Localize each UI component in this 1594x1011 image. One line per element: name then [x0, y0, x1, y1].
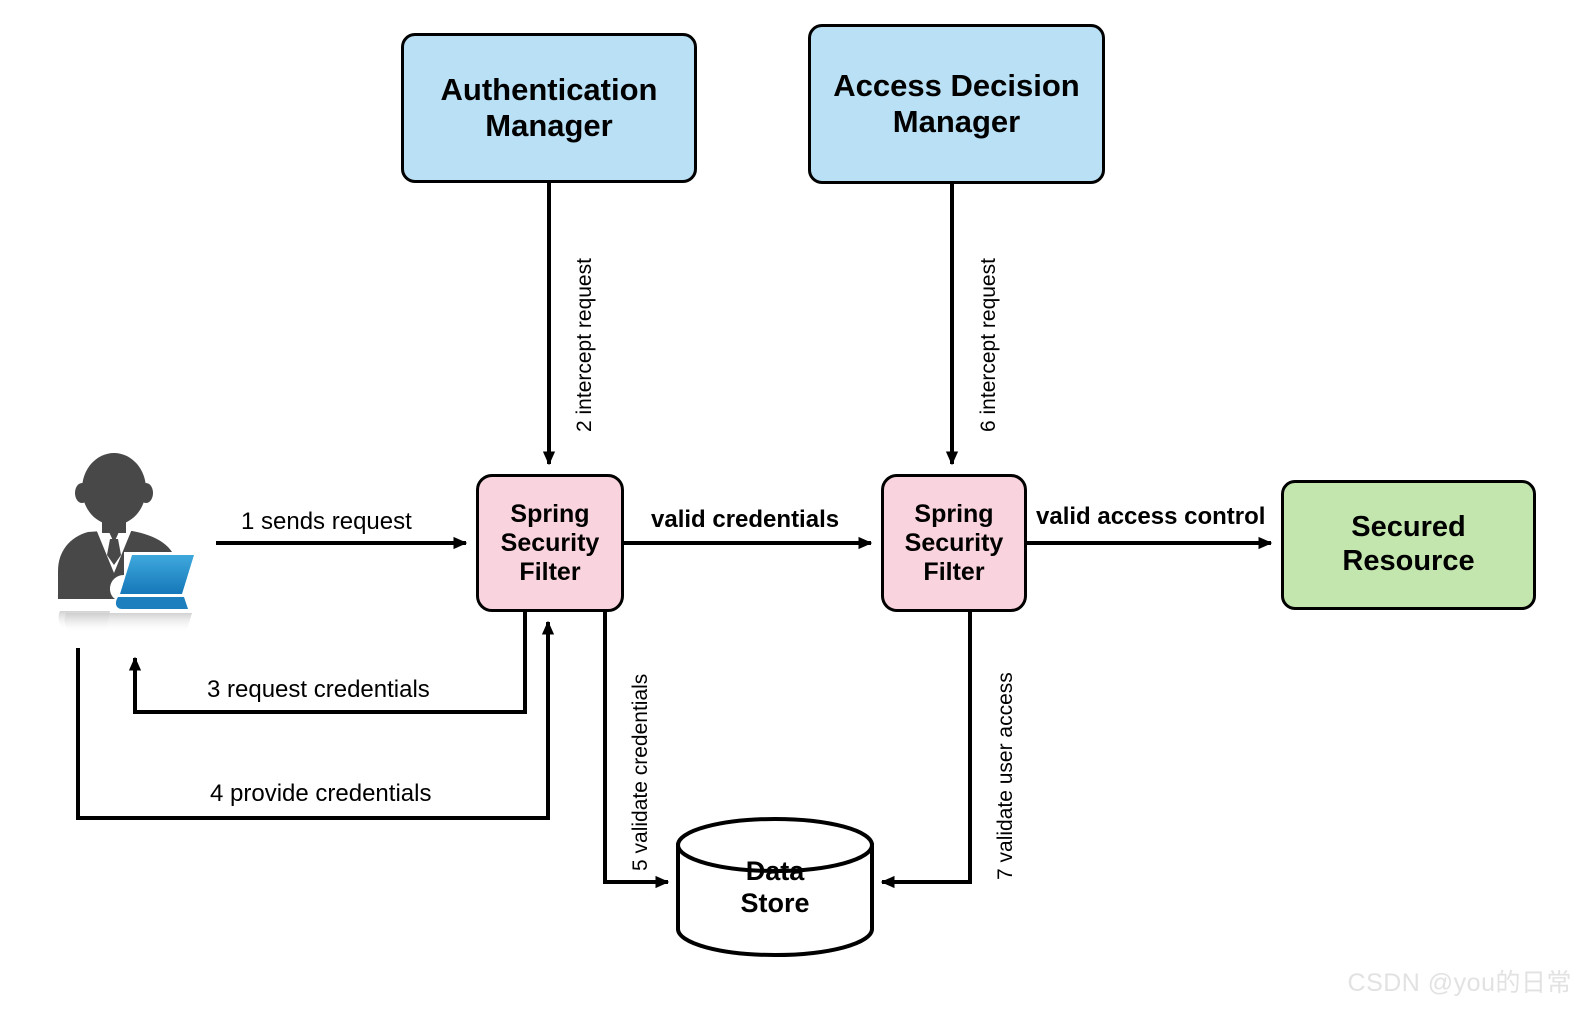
data-store-label: Data Store — [740, 856, 810, 919]
node-secured-resource: Secured Resource — [1281, 480, 1536, 610]
user-at-laptop-icon — [36, 447, 216, 637]
edge-label-1-sends-request: 1 sends request — [241, 508, 412, 535]
edge-line-7-validate-user-access — [880, 612, 972, 889]
node-spring-security-filter-1: Spring Security Filter — [476, 474, 624, 612]
edge-label-3-request-credentials: 3 request credentials — [207, 676, 430, 703]
watermark: CSDN @you的日常 — [1347, 969, 1572, 997]
data-store-cylinder-shape — [676, 817, 874, 957]
edge-label-valid-access-control: valid access control — [1036, 503, 1266, 530]
edge-label-7-validate-user-access: 7 validate user access — [994, 672, 1017, 880]
node-authentication-manager: Authentication Manager — [401, 33, 697, 183]
edge-line-4-provide-credentials — [76, 620, 555, 820]
edge-label-4-provide-credentials: 4 provide credentials — [210, 780, 432, 807]
node-access-decision-manager: Access Decision Manager — [808, 24, 1105, 184]
edge-label-valid-credentials: valid credentials — [651, 506, 840, 533]
edge-label-2-intercept-request: 2 intercept request — [573, 258, 596, 432]
edge-line-3-request-credentials — [128, 612, 527, 714]
node-data-store: Data Store — [678, 819, 872, 955]
edge-label-5-validate-credentials: 5 validate credentials — [629, 673, 652, 871]
edge-label-6-intercept-request: 6 intercept request — [977, 258, 1000, 432]
node-spring-security-filter-2: Spring Security Filter — [881, 474, 1027, 612]
edge-line-5-validate-credentials — [603, 612, 670, 889]
